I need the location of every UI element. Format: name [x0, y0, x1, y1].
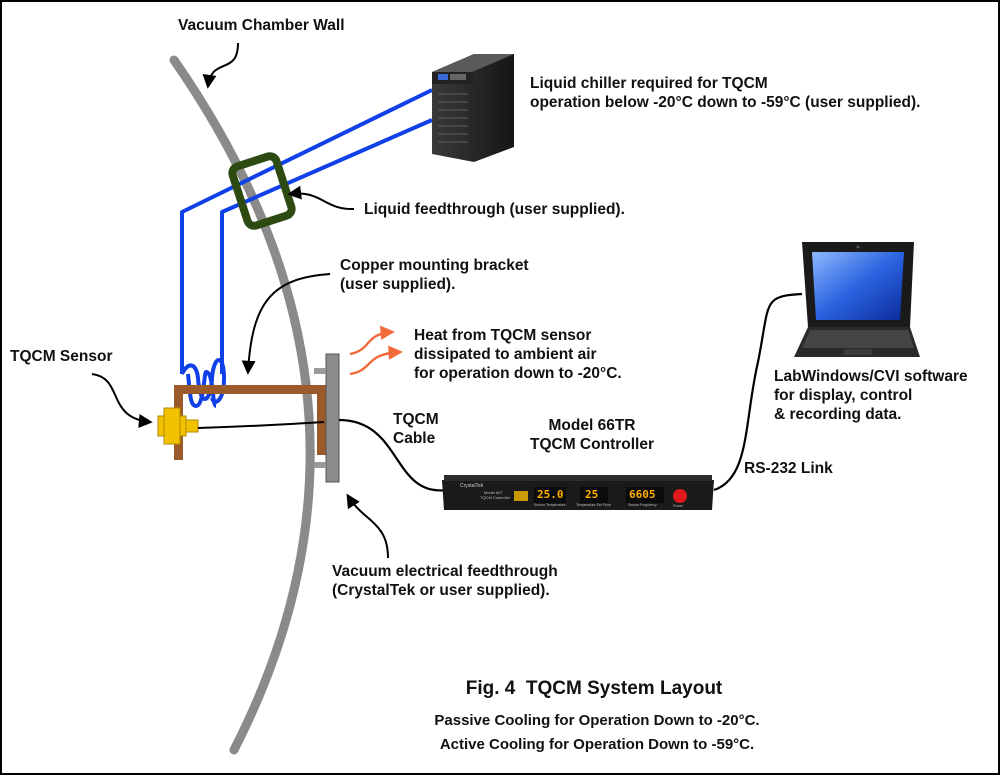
- rs232-label: RS-232 Link: [744, 460, 833, 477]
- panel-model-2: TQCM Controller: [480, 495, 511, 500]
- panel-brand: CrystalTek: [460, 483, 484, 489]
- controller-label-line2: TQCM Controller: [530, 436, 654, 453]
- caption-set-point: Temperature Set Point: [576, 503, 611, 507]
- figure-subtitle-1: Passive Cooling for Operation Down to -2…: [434, 712, 760, 729]
- vacuum-electrical-feedthrough: [314, 353, 340, 483]
- panel-model: Model 66T: [484, 490, 503, 495]
- elec-feed-label-line1: Vacuum electrical feedthrough: [332, 563, 558, 580]
- heat-label-line1: Heat from TQCM sensor: [414, 327, 592, 344]
- display-sensor-temperature: 25.0: [537, 488, 564, 501]
- display-sensor-frequency: 6605: [629, 488, 656, 501]
- figure-title: Fig. 4 TQCM System Layout: [465, 678, 723, 699]
- vacuum-chamber-wall: [169, 55, 315, 755]
- liquid-chiller: [432, 54, 514, 162]
- caption-sensor-temperature: Sensor Temperature: [534, 503, 566, 507]
- tqcm-sensor: [157, 407, 199, 445]
- controller-label-line1: Model 66TR: [548, 417, 636, 434]
- software-label-line3: & recording data.: [774, 406, 902, 423]
- tqcm-cable-label-line2: Cable: [393, 430, 436, 447]
- chiller-label-line2: operation below -20°C down to -59°C (use…: [530, 94, 921, 111]
- tqcm-controller: [442, 475, 714, 510]
- vacuum-wall-label: Vacuum Chamber Wall: [178, 17, 345, 34]
- laptop-computer: [794, 242, 920, 357]
- liquid-feedthrough-label: Liquid feedthrough (user supplied).: [364, 201, 625, 218]
- heat-label-line2: dissipated to ambient air: [414, 346, 597, 363]
- caption-power: Power: [673, 504, 683, 508]
- chiller-label-line1: Liquid chiller required for TQCM: [530, 75, 768, 92]
- bracket-label-line2: (user supplied).: [340, 276, 456, 293]
- figure-subtitle-2: Active Cooling for Operation Down to -59…: [439, 736, 755, 753]
- rs232-cable: [713, 292, 803, 492]
- bracket-label-line1: Copper mounting bracket: [340, 257, 529, 274]
- heat-arrows: [349, 325, 403, 376]
- tqcm-cable: [338, 418, 448, 492]
- tqcm-sensor-label: TQCM Sensor: [10, 348, 113, 365]
- software-label-line2: for display, control: [774, 387, 913, 404]
- display-set-point: 25: [585, 488, 599, 501]
- callout-pointers: [91, 42, 389, 559]
- caption-sensor-frequency: Sensor Frequency: [628, 503, 657, 507]
- software-label-line1: LabWindows/CVI software: [774, 368, 968, 385]
- elec-feed-label-line2: (CrystalTek or user supplied).: [332, 582, 550, 599]
- sensor-cable: [197, 421, 325, 429]
- tqcm-cable-label-line1: TQCM: [393, 411, 439, 428]
- heat-label-line3: for operation down to -20°C.: [414, 365, 622, 382]
- liquid-feedthrough-block: [228, 152, 296, 230]
